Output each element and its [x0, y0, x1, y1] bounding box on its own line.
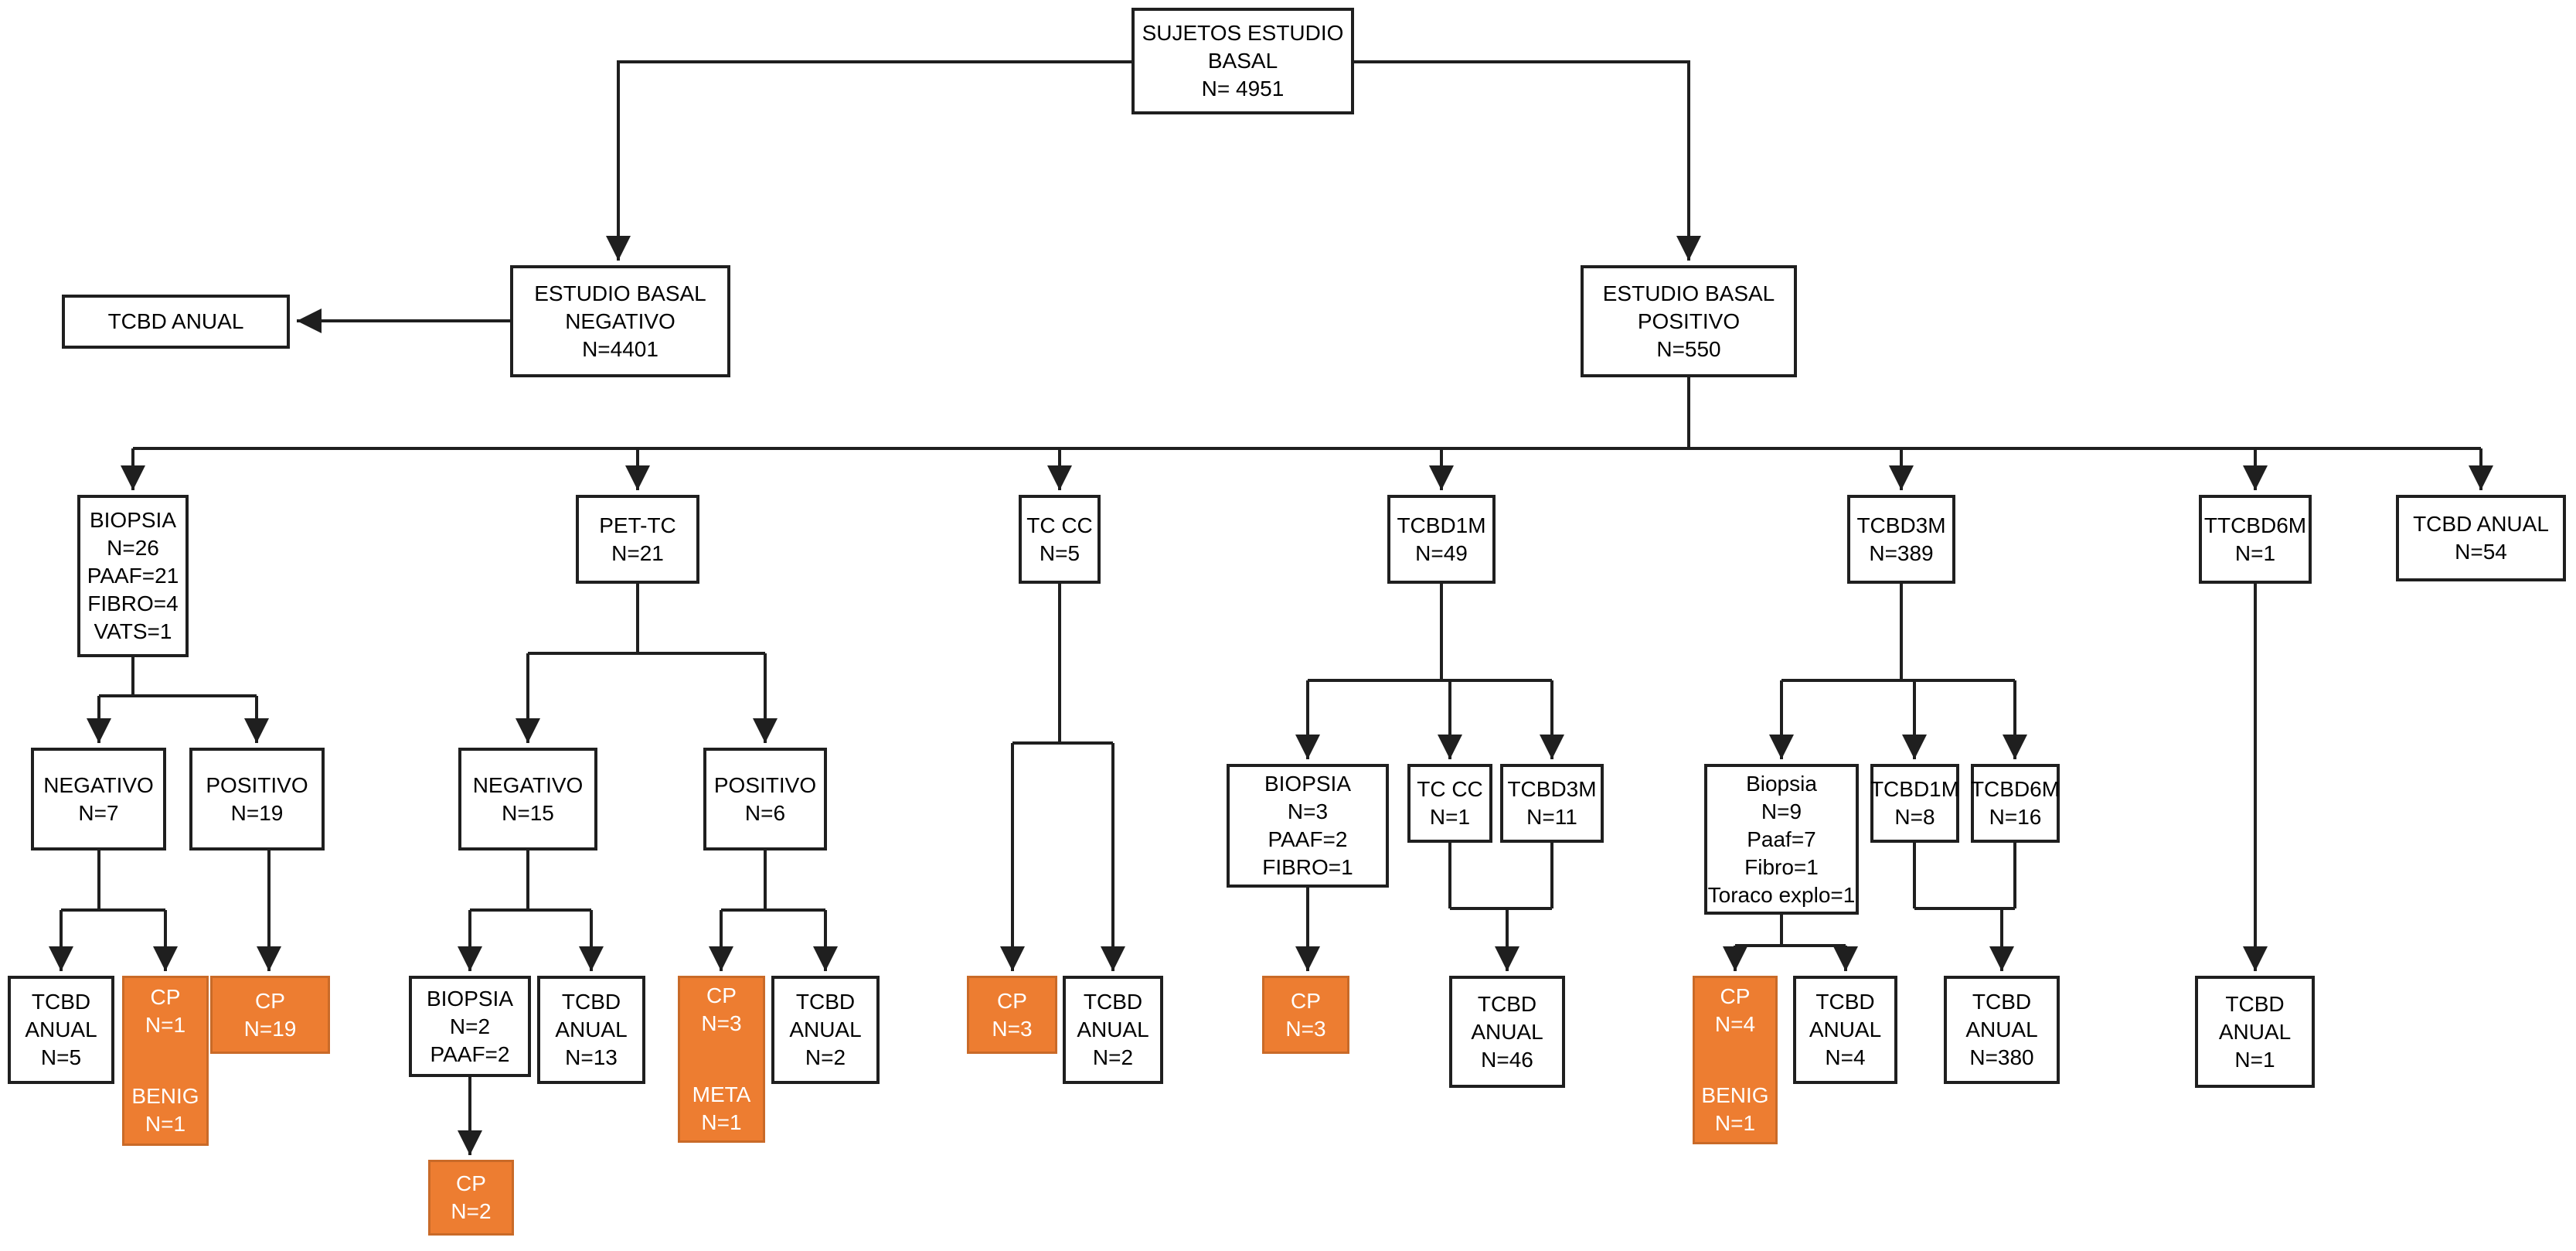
- edge-merge-tcbd1m8-tcbd6m16: [1913, 843, 2016, 910]
- node-cp-3-biopsia: CP N=3: [1262, 976, 1349, 1054]
- node-estudio-basal-positivo: ESTUDIO BASAL POSITIVO N=550: [1581, 265, 1797, 377]
- node-positivo-6: POSITIVO N=6: [703, 748, 827, 850]
- edge-tcbd1m-bracket: [1308, 584, 1552, 682]
- node-tcbd1m-8: TCBD1M N=8: [1870, 764, 1959, 843]
- node-cp-3-meta-1: CP N=3 META N=1: [678, 976, 765, 1143]
- node-tcbd6m-16: TCBD6M N=16: [1971, 764, 2060, 843]
- edge-biopsia9-bracket: [1735, 915, 1846, 947]
- node-tcbd-anual-root: TCBD ANUAL: [62, 295, 290, 349]
- node-cp-4-benig-1: CP N=4 BENIG N=1: [1693, 976, 1778, 1144]
- node-tc-cc: TC CC N=5: [1019, 495, 1101, 584]
- node-biopsia-basal: BIOPSIA N=26 PAAF=21 FIBRO=4 VATS=1: [77, 495, 189, 657]
- node-tcbd-anual-1: TCBD ANUAL N=1: [2195, 976, 2315, 1088]
- node-biopsia-3: BIOPSIA N=3 PAAF=2 FIBRO=1: [1227, 764, 1389, 888]
- node-cp-19: CP N=19: [210, 976, 330, 1054]
- node-ttcbd6m: TTCBD6M N=1: [2199, 495, 2312, 584]
- node-tcbd-anual-2-positivo6: TCBD ANUAL N=2: [771, 976, 880, 1084]
- node-tcbd-anual-46: TCBD ANUAL N=46: [1449, 976, 1565, 1088]
- node-tcbd-anual-5: TCBD ANUAL N=5: [8, 976, 114, 1084]
- edge-negativo7-bracket: [61, 850, 165, 912]
- node-tcbd-anual-380: TCBD ANUAL N=380: [1944, 976, 2060, 1084]
- node-cp-1-benig-1: CP N=1 BENIG N=1: [122, 976, 209, 1146]
- edge-negativo15-bracket: [470, 850, 591, 912]
- edge-pettc-bracket: [528, 584, 765, 655]
- node-cp-3-tccc: CP N=3: [967, 976, 1057, 1054]
- node-tc-cc-1: TC CC N=1: [1407, 764, 1492, 843]
- node-tcbd-anual-54: TCBD ANUAL N=54: [2396, 495, 2566, 581]
- node-biopsia-9: Biopsia N=9 Paaf=7 Fibro=1 Toraco explo=…: [1704, 764, 1859, 915]
- node-positivo-19: POSITIVO N=19: [189, 748, 325, 850]
- node-tcbd-anual-4: TCBD ANUAL N=4: [1793, 976, 1897, 1084]
- edge-tccc-bracket: [1012, 584, 1113, 745]
- node-negativo-15: NEGATIVO N=15: [458, 748, 597, 850]
- node-biopsia-2: BIOPSIA N=2 PAAF=2: [409, 976, 531, 1077]
- edge-root-to-basal-positivo: [1354, 60, 1701, 261]
- node-tcbd3m: TCBD3M N=389: [1847, 495, 1955, 584]
- edge-positivo6-bracket: [721, 850, 825, 912]
- node-estudio-basal-negativo: ESTUDIO BASAL NEGATIVO N=4401: [510, 265, 730, 377]
- node-pet-tc: PET-TC N=21: [576, 495, 699, 584]
- edge-tcbd3m-bracket: [1781, 584, 2015, 682]
- edge-root-to-basal-negativo: [606, 60, 1131, 261]
- node-tcbd3m-11: TCBD3M N=11: [1500, 764, 1604, 843]
- node-negativo-7: NEGATIVO N=7: [31, 748, 166, 850]
- node-sujetos-estudio-basal: SUJETOS ESTUDIO BASAL N= 4951: [1131, 8, 1354, 114]
- edge-merge-tccc1-tcbd3m11: [1448, 843, 1553, 910]
- edge-biopsia-bracket: [99, 657, 257, 697]
- node-tcbd-anual-13: TCBD ANUAL N=13: [537, 976, 645, 1084]
- node-cp-2: CP N=2: [428, 1160, 514, 1236]
- node-tcbd1m: TCBD1M N=49: [1387, 495, 1496, 584]
- edge-positivo-rail: [133, 377, 2481, 450]
- node-tcbd-anual-2-tccc: TCBD ANUAL N=2: [1063, 976, 1163, 1084]
